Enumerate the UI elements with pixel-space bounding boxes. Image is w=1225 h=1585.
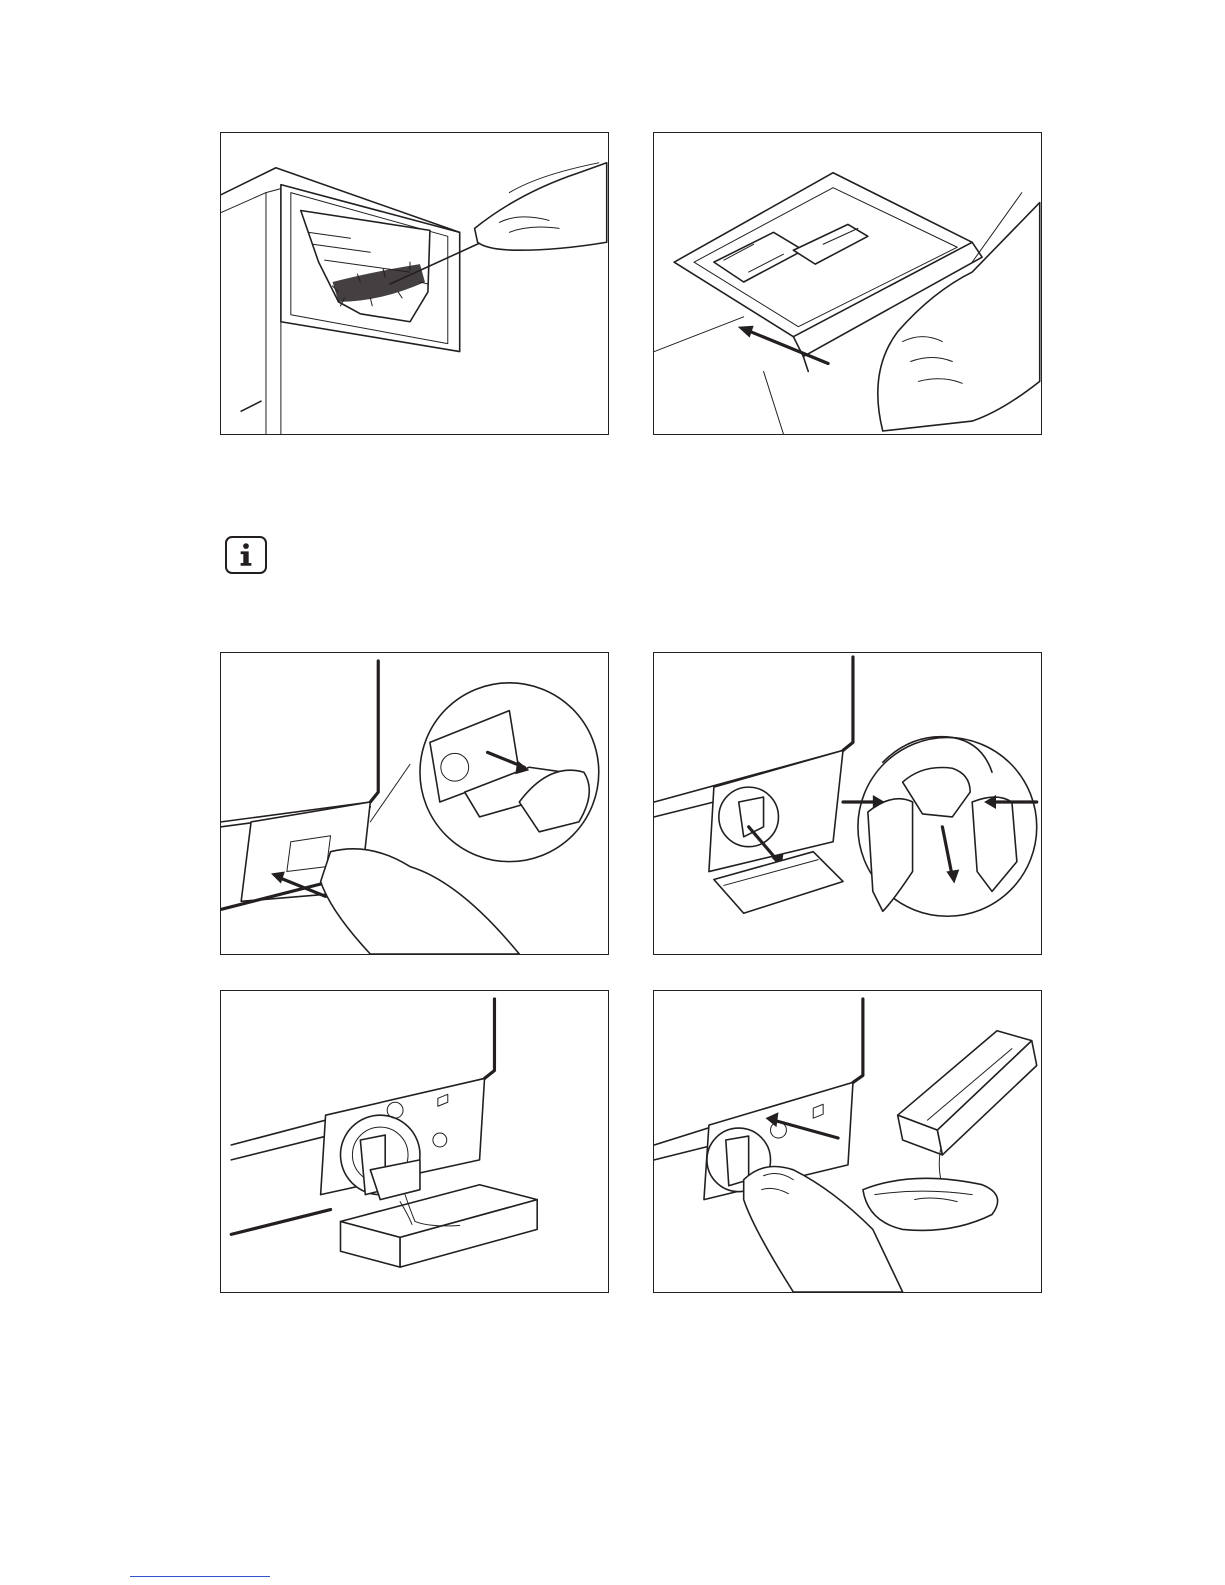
empty-tray-and-refit-filter-illustration [653, 990, 1042, 1293]
open-filter-flap-drawing [221, 653, 608, 954]
clean-dispenser-brush-drawing [221, 133, 608, 434]
drain-water-into-tray-illustration [220, 990, 609, 1293]
info-glyph [227, 538, 265, 572]
unscrew-drain-filter-illustration [653, 652, 1042, 955]
unscrew-drain-filter-drawing [654, 653, 1041, 954]
open-filter-flap-illustration [220, 652, 609, 955]
footer-rule [130, 1576, 270, 1577]
clean-dispenser-brush-illustration [220, 132, 609, 435]
drain-water-into-tray-drawing [221, 991, 608, 1292]
insert-dispenser-drawer-illustration [653, 132, 1042, 435]
info-icon [225, 536, 267, 574]
empty-tray-and-refit-filter-drawing [654, 991, 1041, 1292]
insert-dispenser-drawer-drawing [654, 133, 1041, 434]
